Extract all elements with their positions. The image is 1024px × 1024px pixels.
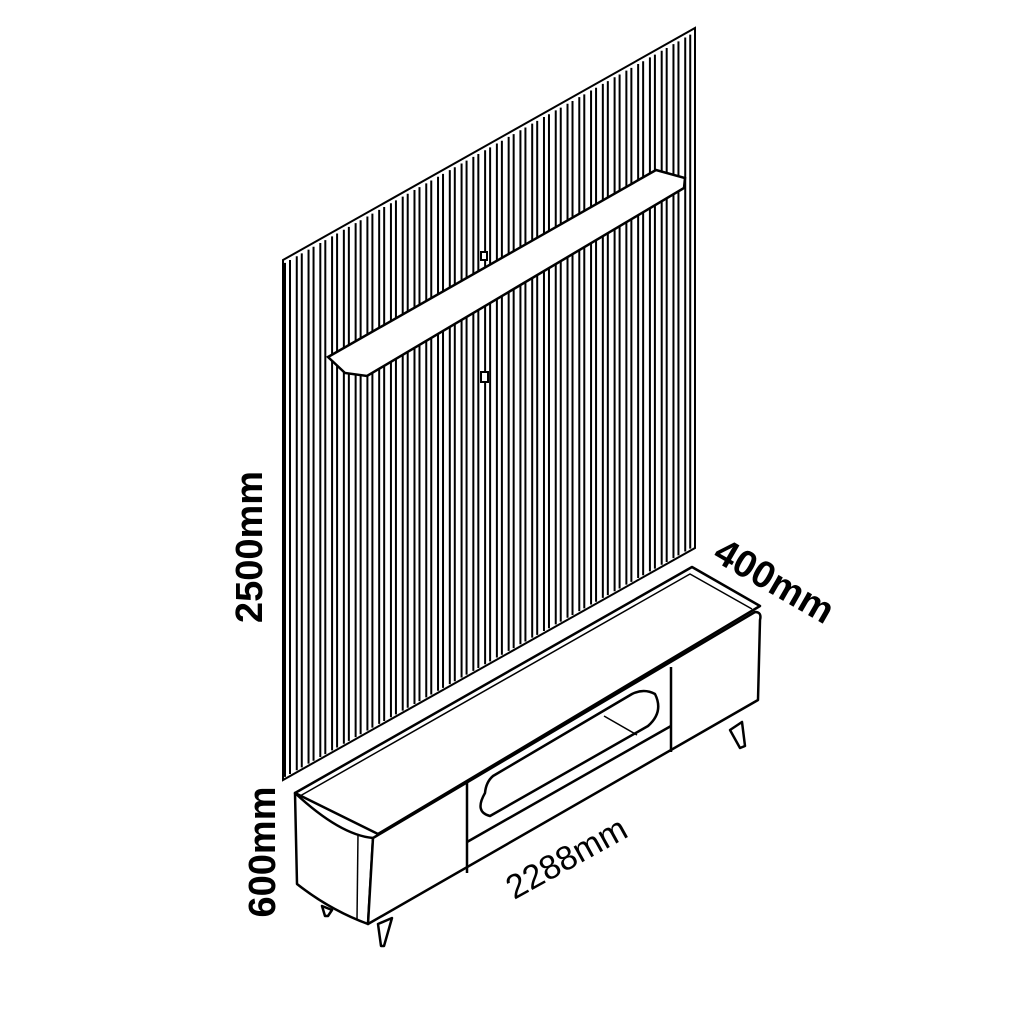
niche-shelf	[603, 715, 638, 736]
panel-height-label: 2500mm	[229, 471, 271, 623]
leg-right	[728, 720, 747, 750]
leg-back-left	[320, 904, 334, 918]
tv-unit-top	[293, 565, 762, 836]
tv-unit-left-corner	[356, 833, 359, 921]
panel-slats	[284, 34, 692, 777]
mount-bracket-lower	[480, 371, 489, 383]
tv-unit	[293, 565, 762, 948]
unit-height-label: 600mm	[242, 787, 284, 918]
leg-front-left	[376, 916, 394, 948]
tv-unit-top-inner-edge	[299, 573, 753, 797]
drawer-line	[466, 724, 672, 844]
slatted-wall-panel	[282, 26, 696, 782]
mount-bracket-upper	[480, 251, 488, 261]
floating-shelf	[325, 168, 687, 378]
